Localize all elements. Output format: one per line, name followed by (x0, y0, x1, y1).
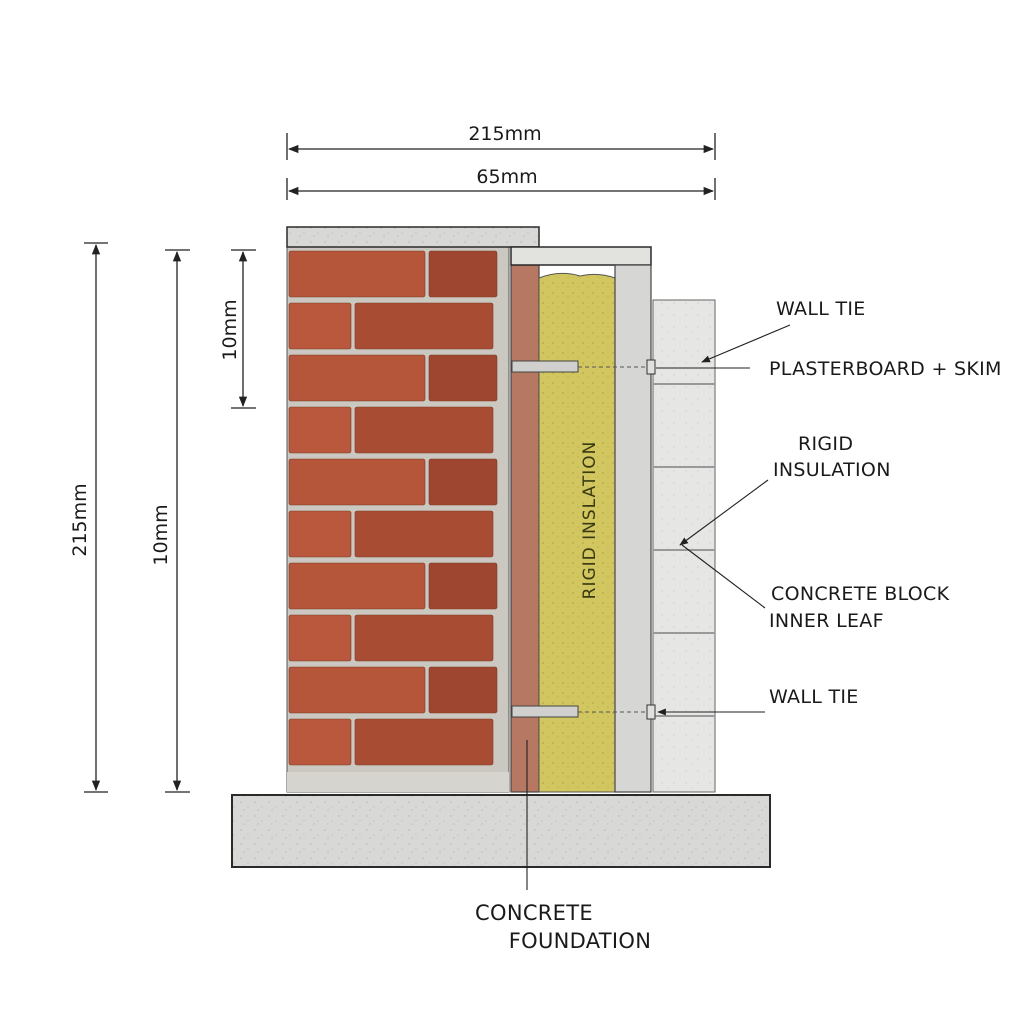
brick (288, 250, 426, 298)
label-wall-tie-top: WALL TIE (776, 298, 866, 320)
dim-top-overall: 215mm (468, 123, 541, 145)
brick (428, 458, 498, 506)
brick (288, 562, 426, 610)
brick (288, 718, 352, 766)
coping-stone (286, 226, 540, 248)
cavity-brick-strip (510, 264, 540, 793)
brick (428, 354, 498, 402)
dim-left-short: 10mm (219, 299, 241, 360)
brick (354, 406, 494, 454)
wall-tie-top (511, 359, 656, 375)
brick (288, 302, 352, 350)
wall-tie-bottom (511, 704, 656, 720)
dim-left-middle: 10mm (150, 504, 172, 565)
cavity-cap (510, 246, 652, 266)
brick (288, 614, 352, 662)
brick (354, 302, 494, 350)
label-wall-tie-bottom: WALL TIE (769, 686, 859, 708)
brick-courses (287, 250, 509, 792)
brick (354, 614, 494, 662)
brick (288, 458, 426, 506)
brick (288, 354, 426, 402)
label-concrete-block-1: CONCRETE BLOCK (771, 583, 950, 605)
brick (354, 718, 494, 766)
label-rigid-insulation-1: RIGID (798, 433, 853, 455)
base-mortar-course (287, 772, 509, 792)
label-plasterboard: PLASTERBOARD + SKIM (769, 358, 1002, 380)
dim-left-overall: 215mm (69, 483, 91, 556)
label-concrete-block-2: INNER LEAF (769, 610, 884, 632)
brick (428, 250, 498, 298)
brick (428, 562, 498, 610)
dim-top-cavity: 65mm (476, 166, 537, 188)
label-rigid-insulation-2: INSULATION (773, 459, 891, 481)
brick (288, 406, 352, 454)
concrete-foundation (231, 794, 771, 868)
label-foundation-1: CONCRETE (475, 901, 593, 925)
plaster-strip (614, 264, 652, 793)
insulation-vertical-label: RIGID INSLATION (580, 441, 600, 600)
label-foundation-2: FOUNDATION (509, 929, 651, 953)
brick (288, 510, 352, 558)
brick (288, 666, 426, 714)
brick (428, 666, 498, 714)
brick (354, 510, 494, 558)
